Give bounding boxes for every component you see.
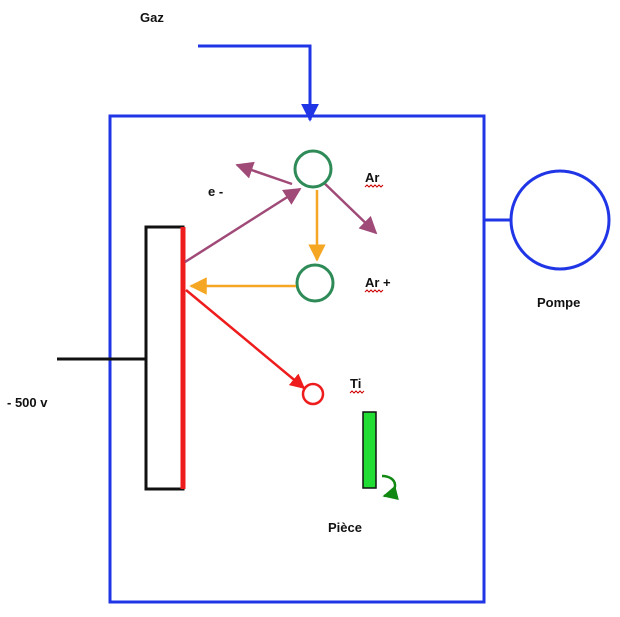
titanium-atom xyxy=(301,382,325,406)
argon-label: Ar xyxy=(365,170,379,185)
electron-label: e - xyxy=(208,184,223,199)
gas-inlet-pipe xyxy=(198,44,319,122)
pump-label: Pompe xyxy=(537,295,580,310)
argon-spellcheck-underline xyxy=(364,184,384,188)
electron-ejected-left xyxy=(235,161,293,186)
argon-atom xyxy=(293,149,333,189)
workpiece xyxy=(362,411,377,489)
electron-path-to-argon xyxy=(184,187,302,264)
argon-ion xyxy=(295,263,335,303)
cathode-body xyxy=(144,225,185,491)
argon-ion-label: Ar + xyxy=(365,275,391,290)
voltage-label: - 500 v xyxy=(7,395,48,410)
gas-label: Gaz xyxy=(140,10,164,25)
workpiece-label: Pièce xyxy=(328,520,362,535)
rotation-arrow-icon xyxy=(381,474,399,500)
sputtered-titanium-path xyxy=(185,289,306,389)
argon-ion-spellcheck-underline xyxy=(364,289,384,293)
titanium-label: Ti xyxy=(350,376,361,391)
electron-ejected-right xyxy=(319,178,378,235)
titanium-spellcheck-underline xyxy=(349,390,365,394)
pump-circle-icon xyxy=(509,169,611,271)
